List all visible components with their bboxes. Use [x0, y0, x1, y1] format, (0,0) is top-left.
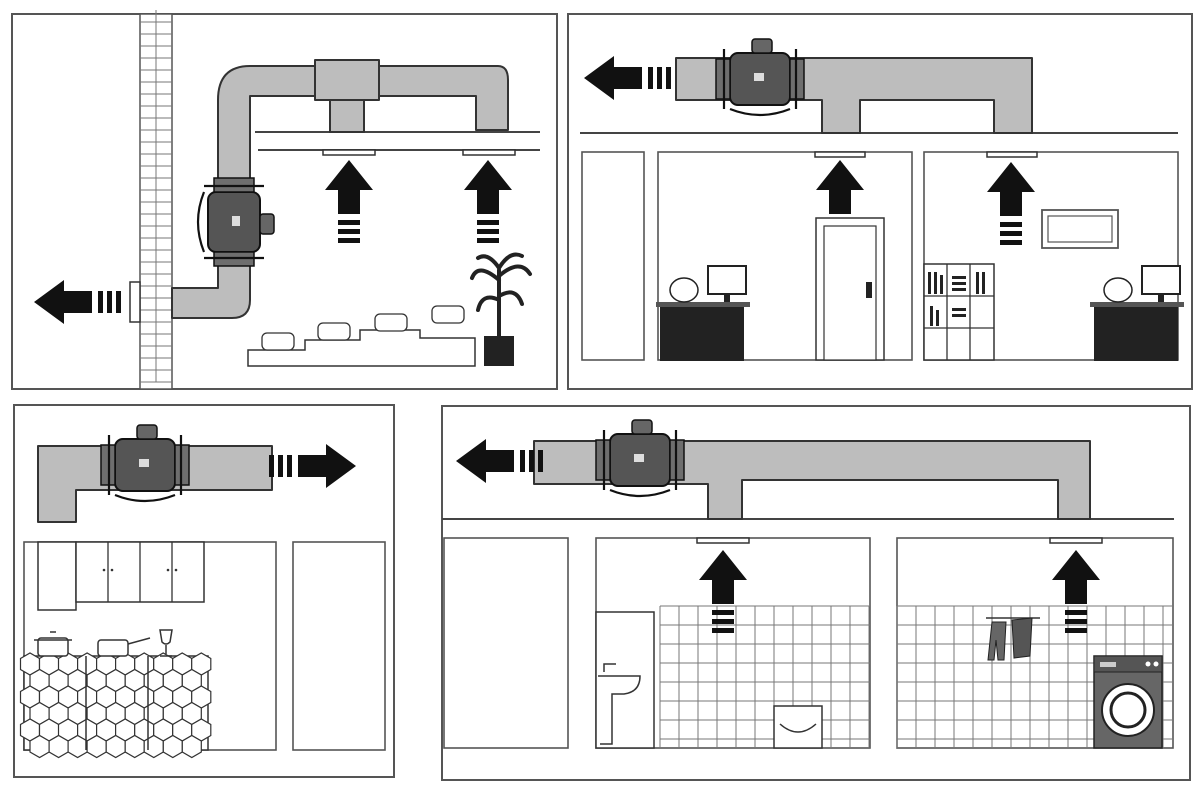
room-wall — [581, 151, 645, 361]
ceiling-grille — [462, 149, 516, 156]
ceiling-grille — [696, 537, 750, 544]
ceiling-grille — [1049, 537, 1103, 544]
wall-vent — [129, 281, 141, 323]
panel-kitchen — [13, 404, 395, 778]
wall-picture — [1041, 209, 1119, 249]
wine-glass — [159, 629, 173, 657]
room-wall — [443, 537, 569, 749]
washing-machine — [1093, 655, 1163, 749]
toilet — [773, 705, 823, 749]
kitchen-counter — [19, 652, 212, 759]
duct-junction — [314, 59, 380, 101]
ceiling-grille — [322, 149, 376, 156]
brick-wall — [139, 10, 173, 390]
wall-cabinets — [37, 541, 205, 611]
stair-steps — [261, 305, 465, 351]
potted-plant — [470, 252, 532, 366]
door — [815, 217, 885, 361]
panel-bathroom-laundry — [441, 405, 1191, 781]
room-wall — [292, 541, 386, 751]
washbasin — [598, 663, 641, 745]
panel-office — [567, 13, 1193, 390]
clothes-line — [986, 617, 1040, 661]
cooking-pot — [34, 631, 72, 657]
ceiling-grille — [814, 151, 866, 158]
saucepan — [97, 637, 151, 657]
bookshelf — [923, 263, 995, 361]
ceiling-grille — [986, 151, 1038, 158]
panel-house — [11, 10, 558, 390]
duct — [329, 99, 365, 133]
